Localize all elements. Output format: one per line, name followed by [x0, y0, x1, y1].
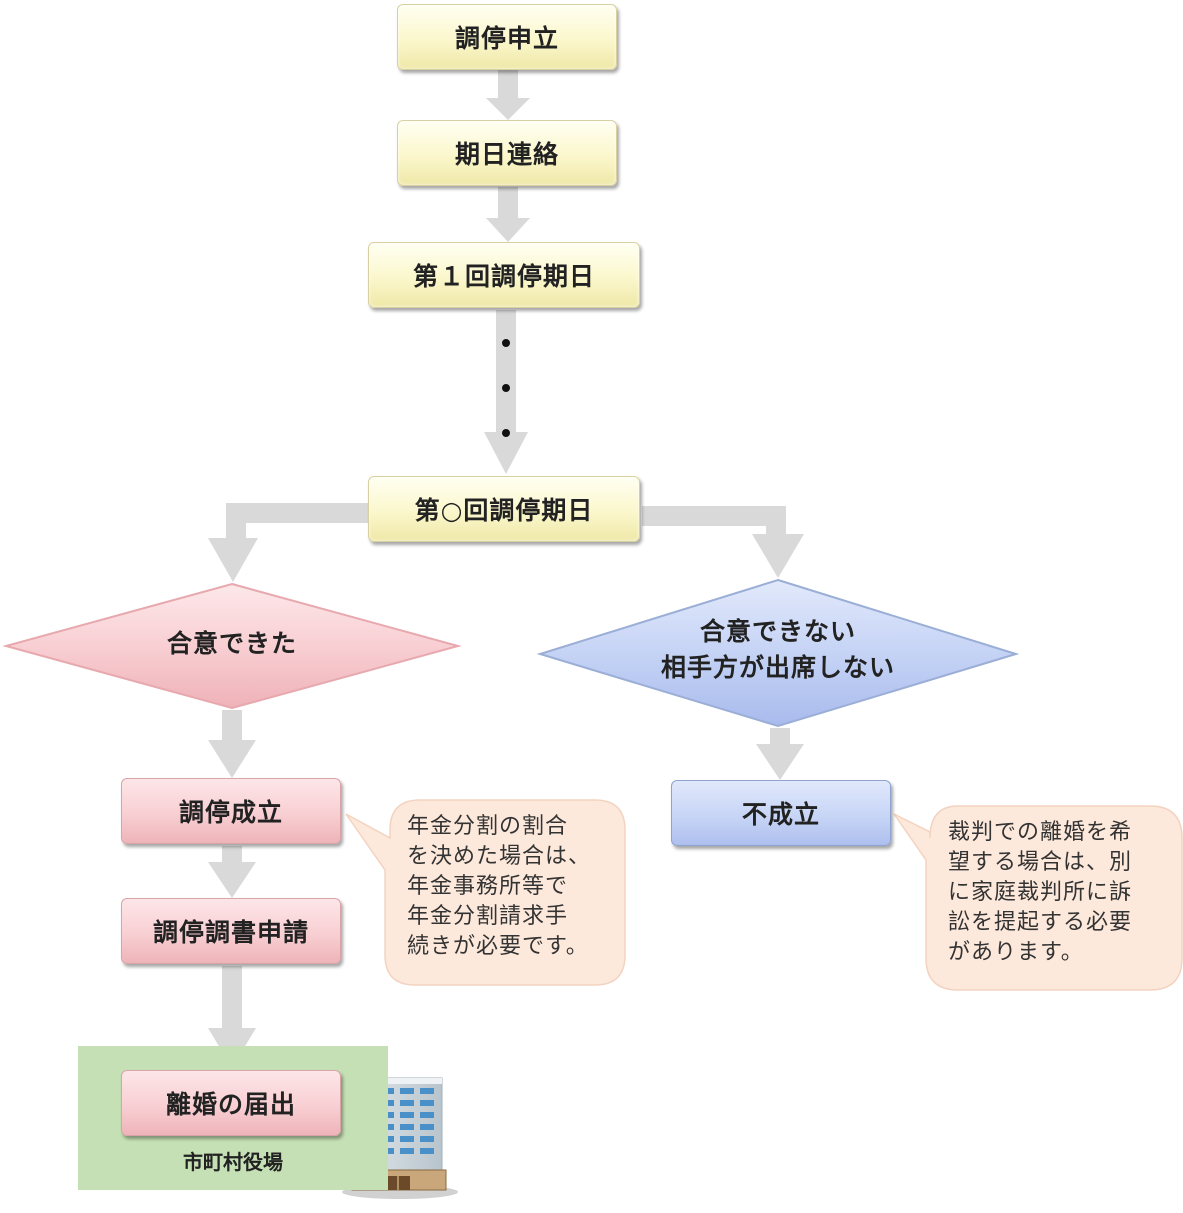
municipal-office-label: 市町村役場	[183, 1150, 283, 1174]
decision-not-agreed-shape	[536, 578, 1020, 728]
step-mediation-failed: 不成立	[671, 780, 891, 846]
step-petition: 調停申立	[397, 4, 617, 70]
decision-agreed-shape	[2, 582, 462, 710]
note-pension-split: 年金分割の割合 を決めた場合は、 年金事務所等で 年金分割請求手 続きが必要です…	[407, 814, 592, 959]
step-first-session: 第１回調停期日	[368, 242, 640, 308]
step-divorce-notification: 離婚の届出	[121, 1070, 341, 1136]
step-apply-mediation-record: 調停調書申請	[121, 898, 341, 964]
step-nth-session: 第○回調停期日	[368, 476, 640, 542]
step-mediation-established: 調停成立	[121, 778, 341, 844]
arrows	[208, 70, 804, 1068]
ellipsis-dots	[502, 339, 510, 437]
step-date-notice: 期日連絡	[397, 120, 617, 186]
decision-not-agreed-line1: 合意できない	[699, 617, 856, 646]
decision-agreed-label: 合意できた	[166, 629, 297, 658]
note-pension-shape	[345, 799, 626, 986]
note-court-shape	[893, 805, 1183, 991]
decision-not-agreed-label: 合意できない 相手方が出席しない	[600, 614, 956, 686]
decision-not-agreed-line2: 相手方が出席しない	[660, 653, 895, 682]
note-court-suit: 裁判での離婚を希 望する場合は、別 に家庭裁判所に訴 訟を提起する必要 がありま…	[948, 820, 1133, 965]
